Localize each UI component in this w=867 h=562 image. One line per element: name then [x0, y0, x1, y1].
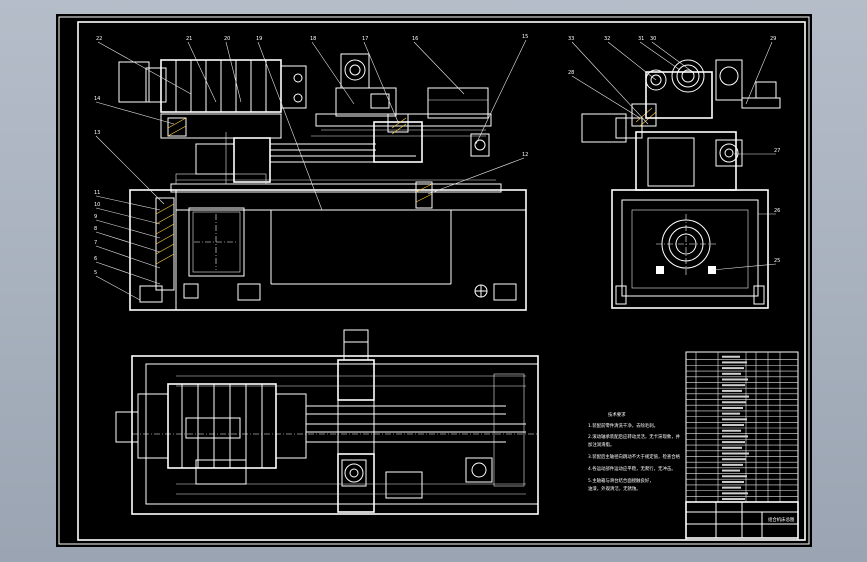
leader-number-front: 5	[94, 270, 97, 276]
leader-number-front: 16	[412, 36, 418, 42]
parts-row-text	[722, 441, 745, 444]
leader-number-side: 26	[774, 208, 780, 214]
leader-number-front: 15	[522, 34, 528, 40]
parts-row-text	[722, 492, 748, 495]
leader-number-side: 33	[568, 36, 574, 42]
leader-number-front: 22	[96, 36, 102, 42]
parts-row-text	[722, 372, 741, 375]
parts-row-text	[722, 412, 740, 415]
inner-frame	[77, 21, 806, 541]
leader-number-front: 6	[94, 256, 97, 262]
leader-labels: 22 21 20 19 18 17 16 15 14 13 12 11 10 9 8 7 6 5 33 32 31 30 2…	[94, 34, 780, 276]
drawing-title: 组合机床总图	[768, 516, 795, 523]
leader-number-front: 12	[522, 152, 528, 158]
leader-number-side: 31	[638, 36, 644, 42]
title-block: 组合机床总图	[685, 501, 799, 539]
leader-number-side: 25	[774, 258, 780, 264]
parts-row-text	[722, 463, 743, 466]
leader-number-front: 10	[94, 202, 100, 208]
parts-row-text	[722, 384, 745, 387]
parts-row-text	[722, 480, 744, 483]
leader-number-side: 32	[604, 36, 610, 42]
leader-number-front: 18	[310, 36, 316, 42]
parts-row-text	[722, 429, 741, 432]
front-elevation	[95, 39, 527, 311]
parts-row-text	[722, 446, 742, 449]
parts-row-text	[722, 475, 747, 478]
leader-number-front: 11	[94, 190, 100, 196]
parts-list	[685, 351, 799, 541]
plan-view	[115, 329, 539, 515]
drawing-sheet: 技术要求 1.装配前零件清洗干净，去除毛刺。 2.滚动轴承装配后应转动灵活，无卡…	[56, 14, 812, 547]
parts-row-text	[722, 406, 743, 409]
parts-row-text	[722, 355, 740, 358]
note-line: 加注润滑脂。	[588, 441, 614, 448]
parts-row-text	[722, 401, 746, 404]
outer-frame	[58, 16, 810, 545]
parts-row-text	[722, 469, 740, 472]
leader-number-front: 17	[362, 36, 368, 42]
leader-number-front: 13	[94, 130, 100, 136]
leader-number-front: 7	[94, 240, 97, 246]
leader-number-front: 19	[256, 36, 262, 42]
note-line: 油漆，外观清洁，无锈蚀。	[588, 485, 641, 492]
note-line: 1.装配前零件清洗干净，去除毛刺。	[588, 422, 658, 429]
leader-number-front: 14	[94, 96, 100, 102]
leader-number-front: 8	[94, 226, 97, 232]
parts-row-text	[722, 435, 748, 438]
leader-number-front: 9	[94, 214, 97, 220]
side-elevation	[571, 41, 781, 309]
parts-row-text	[722, 418, 747, 421]
leader-number-side: 28	[568, 70, 574, 76]
technical-notes: 技术要求 1.装配前零件清洗干净，去除毛刺。 2.滚动轴承装配后应转动灵活，无卡…	[588, 411, 681, 492]
leader-number-side: 30	[650, 36, 656, 42]
leader-number-front: 20	[224, 36, 230, 42]
parts-row-text	[722, 486, 741, 489]
notes-heading: 技术要求	[608, 411, 626, 418]
parts-row-text	[722, 498, 745, 501]
parts-row-text	[722, 458, 746, 461]
drawing-canvas: 技术要求 1.装配前零件清洗干净，去除毛刺。 2.滚动轴承装配后应转动灵活，无卡…	[58, 16, 810, 545]
parts-row-text	[722, 452, 749, 455]
leader-number-front: 21	[186, 36, 192, 42]
parts-row-text	[722, 424, 744, 427]
note-line: 5.主轴箱与滑台结合面接触良好，	[588, 477, 654, 484]
parts-row-text	[722, 361, 747, 364]
leader-number-side: 29	[770, 36, 776, 42]
parts-row-text	[722, 395, 749, 398]
parts-row-text	[722, 389, 742, 392]
parts-row-text	[722, 378, 748, 381]
note-line: 4.各运动部件运动应平稳，无爬行，无冲击。	[588, 465, 676, 472]
note-line: 2.滚动轴承装配后应转动灵活，无卡滞现象，并	[588, 433, 681, 440]
note-line: 3.装配后主轴径向跳动不大于规定值，检查合格	[588, 453, 681, 460]
parts-row-text	[722, 367, 744, 370]
leader-number-side: 27	[774, 148, 780, 154]
